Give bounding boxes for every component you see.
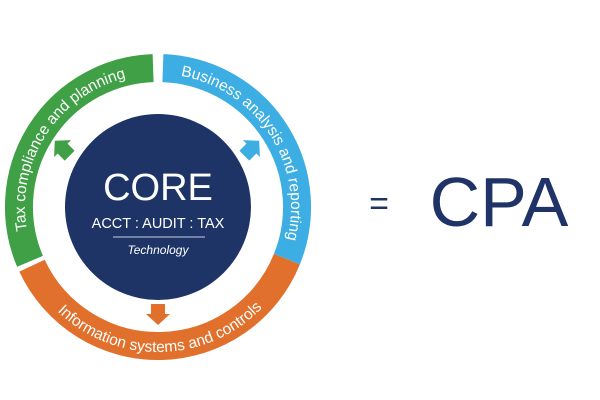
core-footer: Technology [128,243,190,257]
result-cpa: CPA [430,163,569,241]
segment-business-arc [162,54,311,265]
segment-information-arc [19,253,300,361]
equals-sign: = [369,185,389,223]
arrow-up-right-icon [239,140,260,161]
arrow-down-icon [146,304,170,325]
segment-tax-arc [4,54,154,267]
arrow-up-left-icon [54,140,75,161]
core-circle [65,114,251,300]
core-subtitle: ACCT : AUDIT : TAX [92,216,225,232]
core-title: CORE [103,167,213,209]
